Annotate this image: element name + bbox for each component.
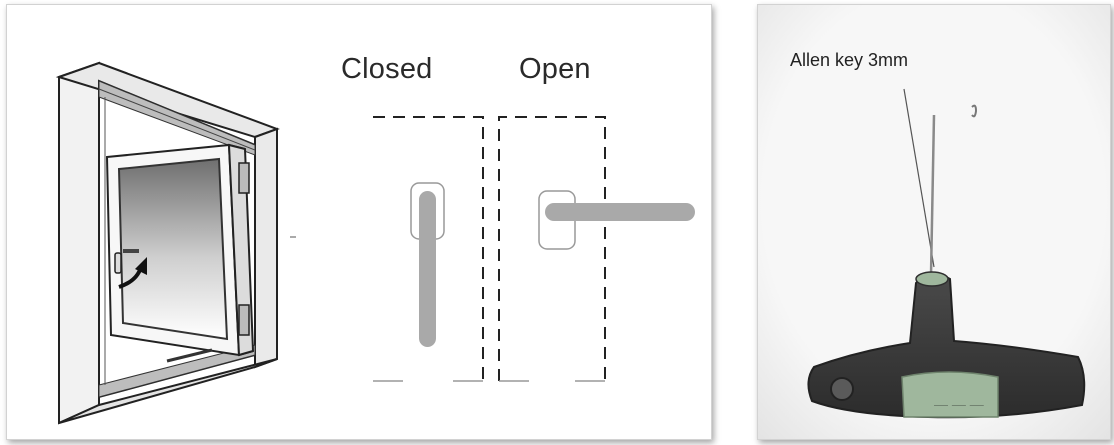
closed-label: Closed bbox=[341, 53, 433, 85]
allen-key-illustration: — — — bbox=[758, 5, 1110, 439]
open-label: Open bbox=[519, 53, 591, 85]
closed-position-box bbox=[373, 116, 484, 382]
label-pointer-line bbox=[903, 88, 935, 268]
handle-label-patch bbox=[901, 371, 999, 418]
rotate-arrow-icon bbox=[118, 257, 147, 289]
handle-open-position bbox=[538, 190, 695, 250]
sash-handle bbox=[114, 249, 139, 274]
t-handle: — — — bbox=[807, 271, 1086, 419]
window-handle-diagram-panel: Closed Open bbox=[6, 4, 712, 440]
friction-stay bbox=[166, 348, 213, 363]
svg-text:— — —: — — — bbox=[934, 396, 984, 412]
window-sash bbox=[105, 143, 255, 357]
hex-key-shaft bbox=[929, 114, 936, 276]
window-diagram-svg bbox=[55, 61, 695, 425]
allen-key-label: Allen key 3mm bbox=[790, 50, 909, 70]
handle-closed-position bbox=[410, 182, 445, 347]
bottom-hinge bbox=[238, 304, 250, 336]
allen-key-photo-panel: — — — Allen key 3mm bbox=[757, 4, 1111, 440]
top-hinge bbox=[238, 162, 250, 194]
open-position-box bbox=[498, 116, 606, 382]
